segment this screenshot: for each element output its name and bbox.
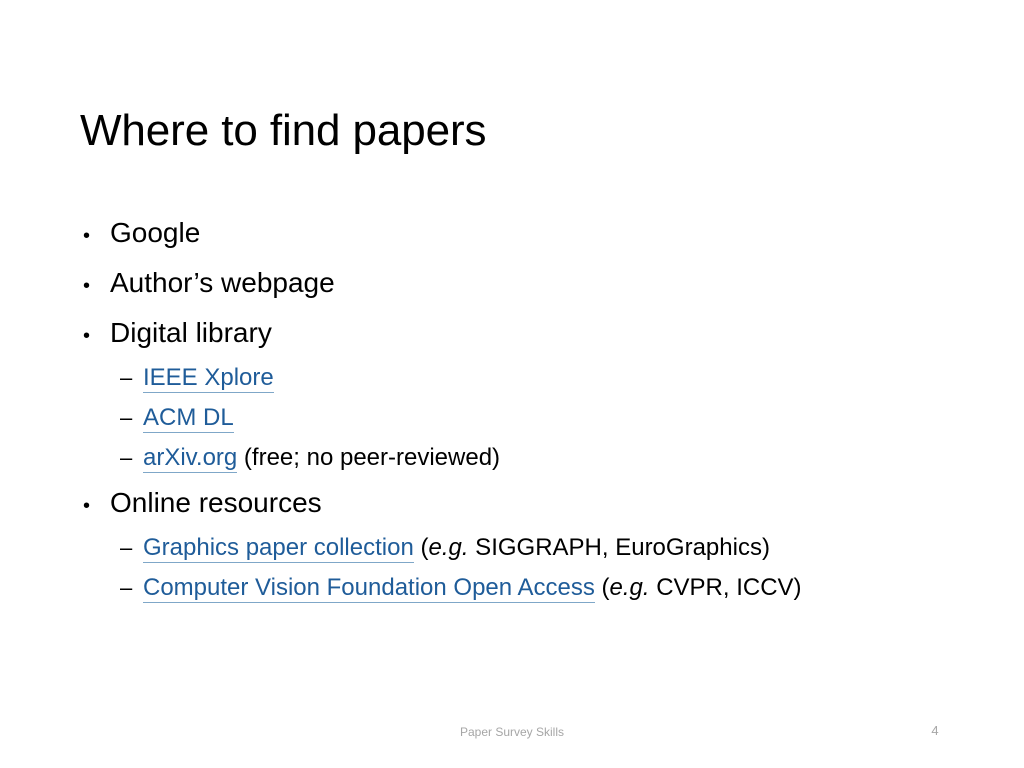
list-item-note: SIGGRAPH, EuroGraphics) — [468, 534, 770, 561]
list-item-content: IEEE Xplore — [143, 358, 980, 398]
paren-open: ( — [594, 574, 610, 601]
list-item-authors-webpage: • Author’s webpage — [80, 258, 980, 308]
list-item-content: Graphics paper collection (e.g. SIGGRAPH… — [143, 528, 980, 568]
list-item-cvf-open-access: – Computer Vision Foundation Open Access… — [80, 568, 980, 608]
list-item-arxiv: – arXiv.org (free; no peer-reviewed) — [80, 438, 980, 478]
list-item-note: CVPR, ICCV) — [649, 574, 802, 601]
list-item-ieee-xplore: – IEEE Xplore — [80, 358, 980, 398]
eg-label: e.g. — [609, 574, 650, 601]
content-list: • Google • Author’s webpage • Digital li… — [80, 208, 980, 608]
dash-bullet-icon: – — [120, 365, 133, 390]
bullet-icon: • — [83, 325, 91, 347]
link-graphics-paper-collection[interactable]: Graphics paper collection — [143, 534, 414, 563]
link-arxiv-org[interactable]: arXiv.org — [143, 444, 238, 473]
dash-bullet-icon: – — [120, 405, 133, 430]
list-item-content: Computer Vision Foundation Open Access (… — [143, 568, 980, 608]
list-item-label: Google — [110, 217, 201, 248]
list-item-content: ACM DL — [143, 398, 980, 438]
list-item-note: (free; no peer-reviewed) — [237, 444, 501, 471]
list-item-content: arXiv.org (free; no peer-reviewed) — [143, 438, 980, 478]
dash-bullet-icon: – — [120, 575, 133, 600]
list-item-graphics-paper-collection: – Graphics paper collection (e.g. SIGGRA… — [80, 528, 980, 568]
page-title: Where to find papers — [80, 106, 487, 156]
bullet-icon: • — [83, 495, 91, 517]
list-item-acm-dl: – ACM DL — [80, 398, 980, 438]
footer-text: Paper Survey Skills — [459, 725, 565, 739]
link-acm-dl[interactable]: ACM DL — [143, 404, 234, 433]
dash-bullet-icon: – — [120, 535, 133, 560]
list-item-label: Online resources — [110, 487, 322, 518]
list-item-label: Author’s webpage — [110, 267, 335, 298]
bullet-icon: • — [83, 275, 91, 297]
list-item-online-resources: • Online resources — [80, 478, 980, 528]
bullet-icon: • — [83, 225, 91, 247]
list-item-digital-library: • Digital library — [80, 308, 980, 358]
eg-label: e.g. — [428, 534, 469, 561]
list-item-label: Digital library — [110, 317, 272, 348]
link-computer-vision-foundation-open-access[interactable]: Computer Vision Foundation Open Access — [143, 574, 595, 603]
dash-bullet-icon: – — [120, 445, 133, 470]
page-number: 4 — [931, 723, 939, 738]
paren-open: ( — [413, 534, 429, 561]
link-ieee-xplore[interactable]: IEEE Xplore — [143, 364, 274, 393]
list-item-google: • Google — [80, 208, 980, 258]
